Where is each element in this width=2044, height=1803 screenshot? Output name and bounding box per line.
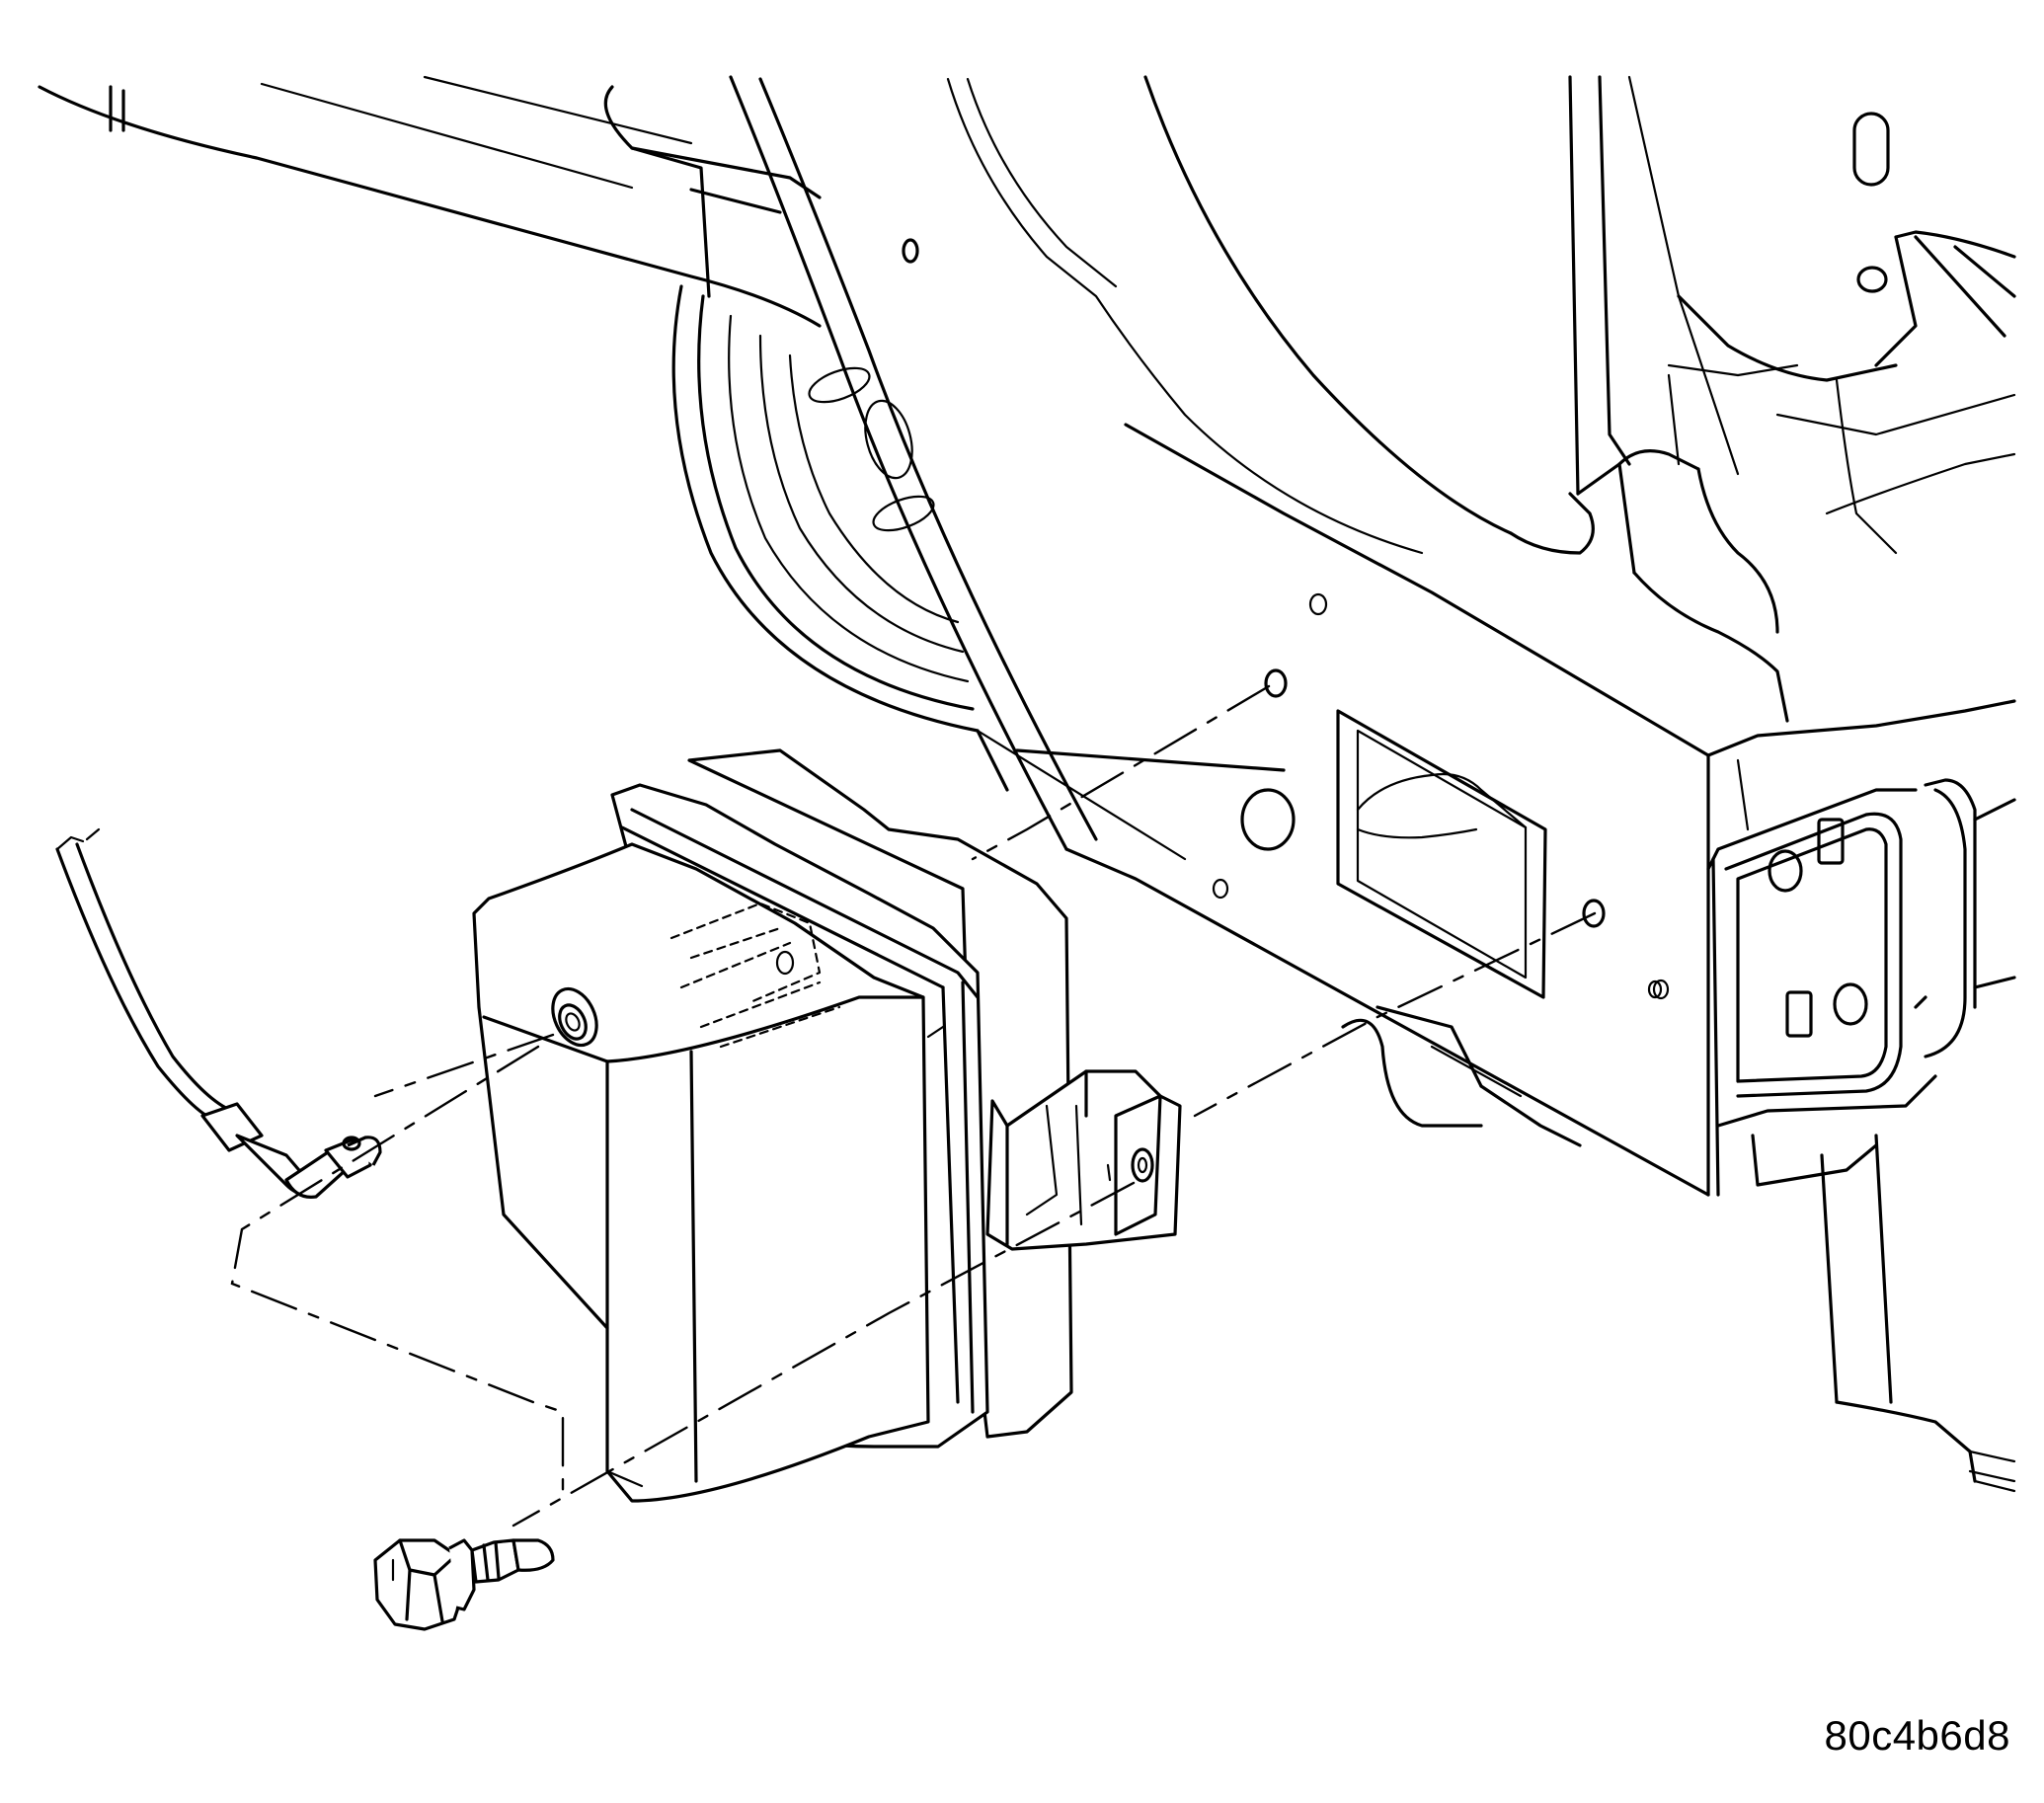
canister-module bbox=[472, 748, 1182, 1503]
alignment-lines bbox=[230, 684, 1597, 1528]
figure-id-code: 80c4b6d8 bbox=[1824, 1712, 2010, 1759]
quarter-panel bbox=[38, 75, 822, 328]
index-mark bbox=[1106, 1163, 1112, 1182]
bumper-end-bracket bbox=[1647, 778, 2016, 1493]
spare-tire bbox=[671, 284, 1009, 792]
frame-rail bbox=[976, 423, 2016, 1197]
hex-flange-bolt-icon bbox=[373, 1538, 555, 1631]
body-structure bbox=[729, 75, 2016, 851]
vapor-hose bbox=[55, 827, 382, 1199]
